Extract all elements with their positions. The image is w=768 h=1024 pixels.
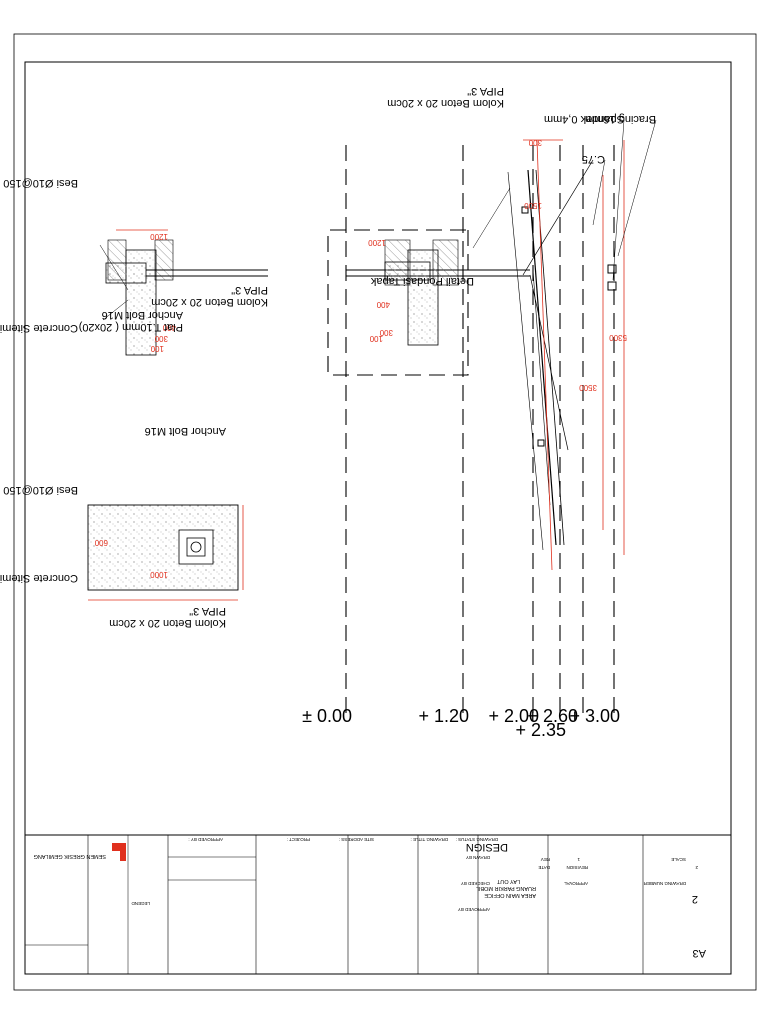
label-concrete-plan: Concrete Sitemix — [0, 572, 78, 584]
drawing-status: DESIGN — [466, 841, 508, 853]
level-lines — [345, 145, 615, 718]
label-besi-plan: Besi Ø10@150 — [3, 484, 78, 496]
label-pipa-plan: PIPA 3" — [189, 605, 226, 617]
drawing-title-label: DRAWING TITLE : — [410, 837, 448, 842]
detail-left-elevation — [105, 229, 268, 356]
drawing-number: 2 — [692, 893, 698, 905]
revision-label: REVISION — [566, 865, 588, 870]
approved-by-small-label: APPROVED BY — [458, 907, 490, 912]
drawing-title-line-3: AREA MAIN OFFICE — [484, 892, 536, 898]
dim-300-b: 300 — [154, 334, 168, 343]
label-spandek: Spandek 0,4mm — [544, 113, 624, 125]
site-address-label: SITE ADDRESS : — [339, 837, 374, 842]
label-anchor-plan: Anchor Bolt M16 — [145, 425, 226, 437]
drawing-number-label: DRAWING NUMBER — [643, 881, 686, 886]
dim-1500: 1500 — [524, 201, 542, 210]
label-pipa-mid: PIPA 3" — [231, 284, 268, 296]
approved-by-label: APPROVED BY : — [188, 837, 223, 842]
dim-100-a: 100 — [369, 334, 383, 343]
detail-plan — [87, 504, 244, 601]
level-235: + 2.35 — [515, 720, 566, 740]
canopy-roof — [507, 169, 617, 551]
scale-label: SCALE — [671, 857, 686, 862]
drawing-title-line-1: LAY OUT — [496, 878, 520, 884]
company-name: SEMEN GRESIK GEMILANG — [34, 853, 106, 859]
label-detail-pondasi: Detail Pondasi Tapak — [370, 275, 474, 287]
dim-400-a: 400 — [376, 300, 390, 309]
outer-border — [13, 33, 757, 991]
drawn-by-label: DRAWN BY — [466, 855, 490, 860]
dim-3500: 3500 — [579, 383, 597, 392]
dim-300: 300 — [528, 138, 542, 147]
level-300: + 3.00 — [569, 706, 620, 726]
checked-by-label: CHECKED BY — [461, 881, 490, 886]
level-120: + 1.20 — [418, 706, 469, 726]
dim-100-b: 100 — [150, 344, 164, 353]
label-anchor-mid: Anchor Bolt M16 — [102, 309, 183, 321]
sheet-size: A3 — [693, 947, 706, 959]
label-pipa-top: PIPA 3" — [467, 85, 504, 97]
dim-1000: 1000 — [150, 570, 168, 579]
title-block — [25, 834, 731, 974]
approval-label: APPROVAL — [564, 881, 588, 886]
label-c75: C.75 — [582, 153, 605, 165]
legend-label: LEGEND — [131, 901, 150, 906]
label-kolom-plan: Kolom Beton 20 x 20cm — [109, 617, 226, 629]
detail-pondasi-elevation — [327, 229, 469, 376]
drawing-title-line-2: RUANG PARKIR MOBIL — [476, 885, 536, 891]
dim-5300: 5300 — [609, 333, 627, 342]
level-000: ± 0.00 — [302, 706, 352, 726]
rev-number: 1 — [577, 857, 580, 862]
inner-border — [24, 61, 732, 975]
canopy-dimensions — [523, 139, 625, 571]
drawing-status-label: DRAWING STATUS : — [456, 837, 498, 842]
rev-label: REV — [541, 857, 550, 862]
label-kolom-top: Kolom Beton 20 x 20cm — [387, 97, 504, 109]
date-label: DATE — [538, 865, 550, 870]
label-plat-mid: Plat T.10mm ( 20x20) — [79, 321, 183, 333]
dim-1200-a: 1200 — [368, 238, 386, 247]
dim-300-a: 300 — [379, 328, 393, 337]
label-kolom-mid: Kolom Beton 20 x 20cm — [151, 296, 268, 308]
project-label: PROJECT : — [287, 837, 310, 842]
dim-400-b: 400 — [162, 323, 176, 332]
label-bracing: Bracing 16mm — [585, 113, 656, 125]
label-concrete-top: Concrete Sitemix — [0, 322, 78, 334]
scale-number: 2 — [695, 865, 698, 870]
label-besi-top: Besi Ø10@150 — [3, 177, 78, 189]
dim-1200-b: 1200 — [150, 232, 168, 241]
dim-600: 600 — [94, 538, 108, 547]
level-260: + 2.60 — [527, 706, 578, 726]
level-200: + 2.00 — [488, 706, 539, 726]
